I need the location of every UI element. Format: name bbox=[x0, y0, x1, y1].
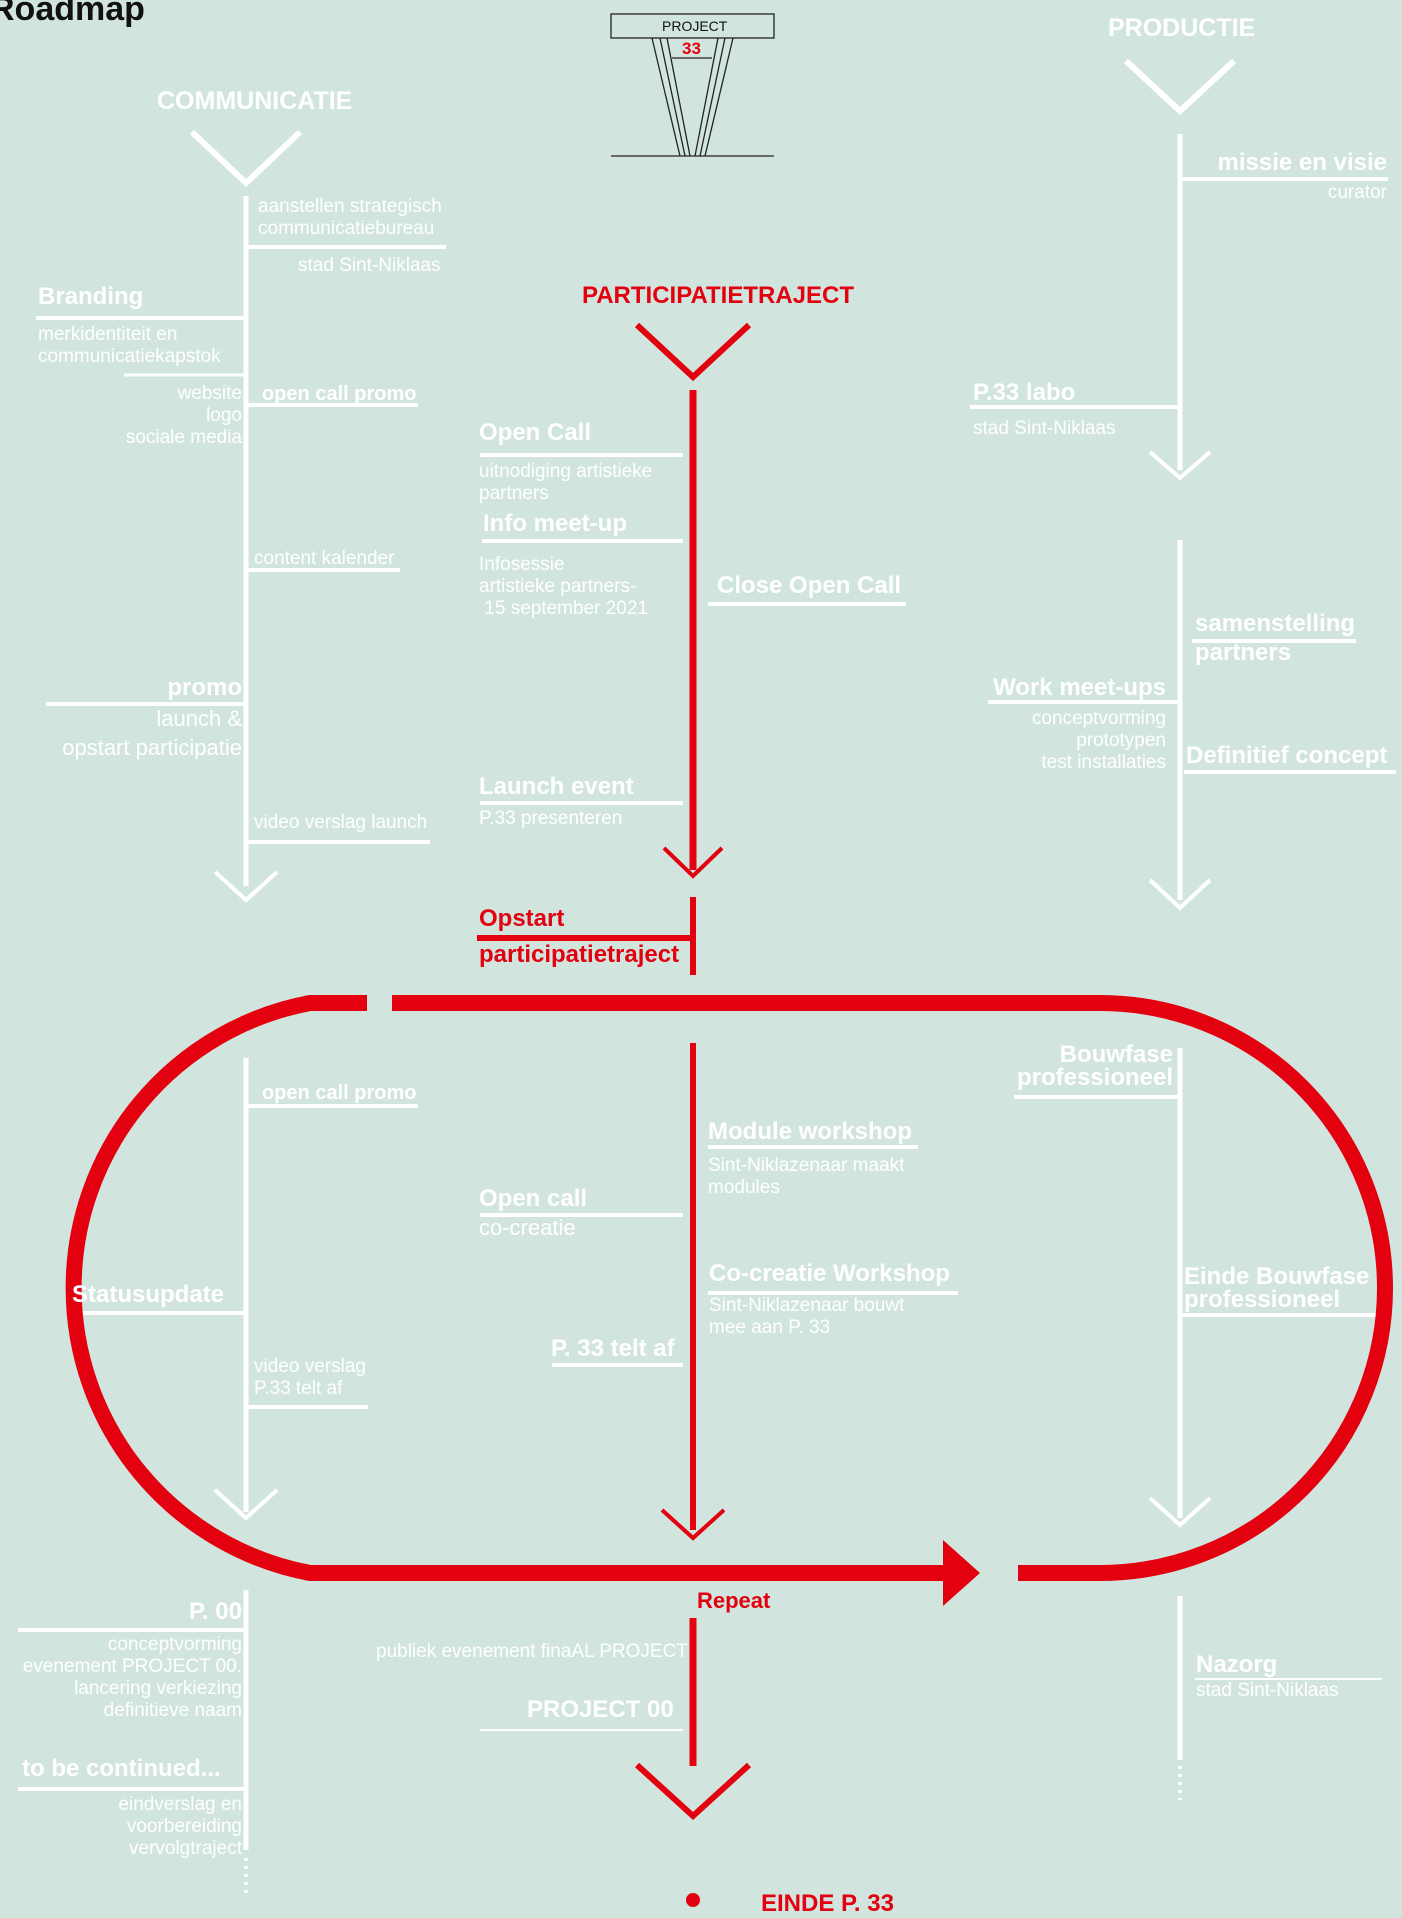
comm-promo: promo bbox=[167, 674, 242, 701]
prod-einde-bouw: Einde Bouwfase professioneel bbox=[1184, 1263, 1370, 1313]
participatie-arrowhead bbox=[662, 846, 724, 879]
prod-labo: P.33 labo bbox=[973, 379, 1076, 406]
prod-nazorg: Nazorg bbox=[1196, 1651, 1278, 1678]
part-cocreatie: Co-creatie Workshop bbox=[709, 1260, 950, 1287]
lane-participatie: PARTICIPATIETRAJECT bbox=[582, 282, 855, 309]
repeat-loop bbox=[65, 995, 1393, 1581]
comm-promo-sub: launch & opstart participatie bbox=[62, 706, 242, 760]
part-telt-af: P. 33 telt af bbox=[551, 1335, 675, 1362]
comm-p00-sub: conceptvorming evenement PROJECT 00. lan… bbox=[22, 1634, 242, 1721]
part-open-call-sub: uitnodiging artistieke partners bbox=[479, 461, 653, 504]
prod-definitief: Definitief concept bbox=[1186, 742, 1388, 769]
comm-open-call-promo: open call promo bbox=[262, 383, 417, 405]
comm-p00: P. 00 bbox=[189, 1598, 242, 1625]
prod-missie: missie en visie bbox=[1217, 149, 1387, 176]
prod-samenstelling: samenstelling partners bbox=[1195, 610, 1356, 666]
logo-number: 33 bbox=[682, 39, 701, 58]
participatie-chevron bbox=[634, 322, 752, 382]
communicatie-arrowhead bbox=[213, 870, 279, 903]
part-open-call-2: Open call bbox=[479, 1185, 588, 1212]
part-opstart: Opstart participatietraject bbox=[479, 905, 680, 968]
productie-chevron bbox=[1123, 58, 1237, 116]
communicatie-chevron bbox=[189, 129, 303, 188]
participatie-lines bbox=[480, 453, 958, 1731]
communicatie-arrowhead-2 bbox=[213, 1488, 279, 1521]
prod-work-sub: conceptvorming prototypen test installat… bbox=[1031, 708, 1166, 773]
einde-dot bbox=[686, 1893, 700, 1907]
lane-communicatie: COMMUNICATIE bbox=[157, 87, 353, 115]
prod-work: Work meet-ups bbox=[993, 674, 1166, 701]
repeat-arrowhead bbox=[943, 1540, 980, 1606]
page-title: Roadmap bbox=[0, 0, 145, 28]
prod-curator: curator bbox=[1327, 182, 1387, 203]
comm-continued-sub: eindverslag en voorbereiding vervolgtraj… bbox=[118, 1794, 242, 1859]
comm-open-call-promo-2: open call promo bbox=[262, 1082, 417, 1104]
prod-bouwfase: Bouwfase professioneel bbox=[1016, 1041, 1173, 1091]
part-einde: EINDE P. 33 bbox=[761, 1890, 894, 1917]
part-repeat: Repeat bbox=[697, 1588, 771, 1613]
part-open-call: Open Call bbox=[479, 419, 592, 446]
logo-text: PROJECT bbox=[662, 18, 728, 34]
comm-website: website logo sociale media bbox=[125, 383, 242, 448]
comm-branding: Branding bbox=[38, 283, 144, 310]
comm-continued: to be continued... bbox=[22, 1755, 221, 1782]
part-launch: Launch event bbox=[479, 773, 634, 800]
part-project00: PROJECT 00 bbox=[527, 1696, 674, 1723]
productie-arrowhead-3 bbox=[1148, 1496, 1212, 1528]
comm-video-telt: video verslag P.33 telt af bbox=[254, 1356, 366, 1399]
part-info-sub: Infosessie artistieke partners- 15 septe… bbox=[479, 554, 649, 619]
part-launch-sub: P.33 presenteren bbox=[479, 808, 623, 829]
comm-branding-sub: merkidentiteit en communicatiekapstok bbox=[38, 324, 221, 367]
prod-nazorg-sub: stad Sint-Niklaas bbox=[1196, 1680, 1339, 1701]
participatie-column bbox=[477, 322, 752, 1821]
part-publiek: publiek evenement finaAL PROJECT bbox=[376, 1641, 688, 1662]
prod-stad: stad Sint-Niklaas bbox=[973, 418, 1116, 439]
comm-statusupdate: Statusupdate bbox=[72, 1281, 225, 1308]
comm-content: content kalender bbox=[254, 548, 395, 569]
participatie-arrowhead-2 bbox=[660, 1508, 726, 1541]
einde-chevron bbox=[634, 1762, 752, 1821]
comm-video-launch: video verslag launch bbox=[254, 812, 428, 833]
part-module: Module workshop bbox=[708, 1118, 912, 1145]
comm-stad: stad Sint-Niklaas bbox=[298, 255, 441, 276]
comm-strategisch: aanstellen strategisch communicatieburea… bbox=[258, 196, 442, 239]
productie-column bbox=[970, 58, 1396, 1800]
project-33-logo bbox=[610, 13, 775, 157]
lane-productie: PRODUCTIE bbox=[1108, 14, 1256, 42]
part-info: Info meet-up bbox=[483, 510, 627, 537]
productie-arrowhead bbox=[1148, 450, 1212, 481]
productie-arrowhead-2 bbox=[1148, 878, 1212, 911]
part-open-call-2-sub: co-creatie bbox=[479, 1215, 576, 1240]
part-cocreatie-sub: Sint-Niklazenaar bouwt mee aan P. 33 bbox=[709, 1295, 905, 1338]
part-close: Close Open Call bbox=[717, 572, 902, 599]
part-module-sub: Sint-Niklazenaar maakt modules bbox=[708, 1155, 905, 1198]
communicatie-column bbox=[18, 129, 446, 1895]
